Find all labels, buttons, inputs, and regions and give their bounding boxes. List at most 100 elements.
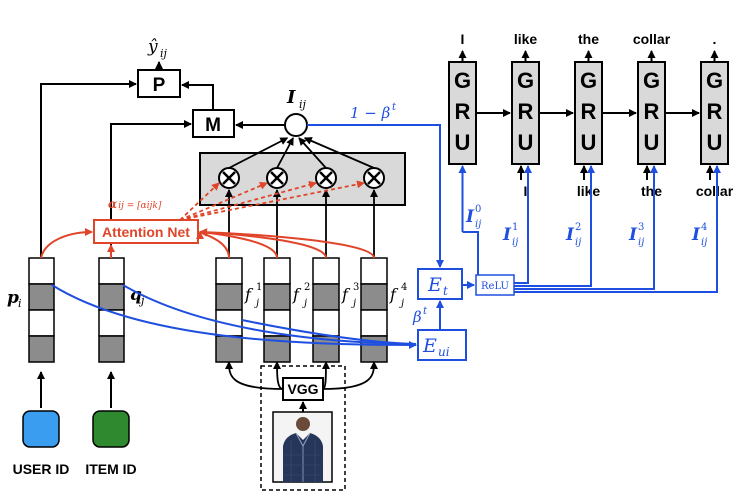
svg-text:ij: ij [299,98,307,111]
i-ij-to-e-t-arrow [307,124,444,268]
f-j-3-sub: j [351,298,356,309]
gru-input-word-2: I [524,183,528,199]
svg-text:ij: ij [475,219,481,230]
p-i-column [28,257,55,363]
gru-letter: R [581,99,597,124]
vgg-to-feature-2-arrow [273,361,284,390]
feature-4-to-attention-arrow [199,228,375,259]
p-block-label: P [153,75,166,96]
i-ij-label: I ij [286,87,307,111]
svg-text:I: I [628,225,638,245]
svg-text:t: t [443,284,448,298]
gru-letter: R [707,99,723,124]
svg-text:p: p [7,288,19,308]
m-block-label: M [205,115,221,136]
image-input-line-1 [462,231,479,275]
multiply-to-i-ij-arrow [303,137,375,169]
f-j-4-label: f [389,285,399,304]
m-to-p-arrow [181,81,214,110]
svg-text:I: I [565,225,575,245]
multiply-to-i-ij-arrow [228,137,289,169]
gru-output-word-1: I [461,31,465,47]
gru-letter: U [518,130,534,155]
f-j-4-column [360,257,388,363]
gru-letter: R [455,99,471,124]
svg-text:β: β [412,308,422,326]
e-t-block: E t [417,268,463,300]
gru-letter: G [580,68,597,93]
item-id-icon [92,410,130,448]
gru-output-word-2: like [514,31,538,47]
svg-text:0: 0 [475,204,481,215]
svg-text:1 − β: 1 − β [350,104,391,122]
svg-text:3: 3 [638,222,644,233]
f-j-1-sup: 1 [256,282,262,293]
image-input-arrow-2 [514,165,532,284]
q-j-to-e-ui-line [122,284,417,345]
product-image [272,411,333,483]
gru-letter: U [644,130,660,155]
p-block: P [137,69,181,98]
gru-letter: G [706,68,723,93]
svg-text:ŷ: ŷ [147,37,158,57]
svg-text:I: I [465,207,475,227]
svg-text:4: 4 [701,222,707,233]
gru-output-word-3: the [578,31,599,47]
gru-letter: R [518,99,534,124]
image-encoder-frame [260,365,346,491]
multiply-nodes [218,137,385,258]
svg-text:αij = [αijk]: αij = [αijk] [108,197,162,211]
svg-text:ij: ij [638,237,644,248]
image-input-arrow-5 [514,165,721,293]
svg-text:I: I [691,225,701,245]
multiply-node-1 [218,167,240,189]
gru-cell-5: GRU [700,61,729,165]
gru-letter: R [644,99,660,124]
gru-letter: G [517,68,534,93]
beta-label: β t [412,306,428,326]
e-ui-block: E ui [417,329,467,361]
svg-text:I: I [502,225,512,245]
one-minus-beta-label: 1 − β t [350,102,397,122]
vgg-label: VGG [287,381,318,397]
attention-weight-3-arrow [179,180,317,221]
f-j-3-column [312,257,340,363]
gru-output-word-4: collar [633,31,671,47]
svg-text:j: j [138,294,145,307]
y-hat-label: ŷ ij [147,37,168,60]
q-j-to-m-arrow [110,120,192,258]
gru-cell-1: GRU [448,61,477,165]
f-j-3-label: f [341,285,351,304]
gru-letter: U [581,130,597,155]
f-j-2-label: f [292,285,302,304]
attention-net-label: Attention Net [102,224,190,240]
embedding-columns [28,257,388,363]
image-input-arrow-3 [514,165,595,287]
q-j-column [98,257,125,363]
gru-input-word-3: like [577,183,601,199]
multiply-node-4 [363,167,385,189]
attention-arrows [40,180,375,259]
f-j-1-column [215,257,243,363]
f-j-2-sup: 2 [304,282,310,293]
user-id-icon [22,410,60,448]
multiply-node-3 [315,167,337,189]
vgg-to-feature-1-arrow [225,361,284,390]
attention-net: Attention Net [93,219,199,244]
attention-weight-2-arrow [179,182,268,221]
gru-letter: G [454,68,471,93]
gru-letter: U [455,130,471,155]
relu-label: ReLU [481,281,509,292]
vgg-block: VGG [282,377,324,401]
svg-text:ij: ij [512,237,518,248]
gru-input-word-5: collar [696,183,734,199]
p-i-to-attention-arrow [40,228,93,259]
svg-text:i: i [18,297,22,310]
svg-text:E: E [422,335,437,357]
